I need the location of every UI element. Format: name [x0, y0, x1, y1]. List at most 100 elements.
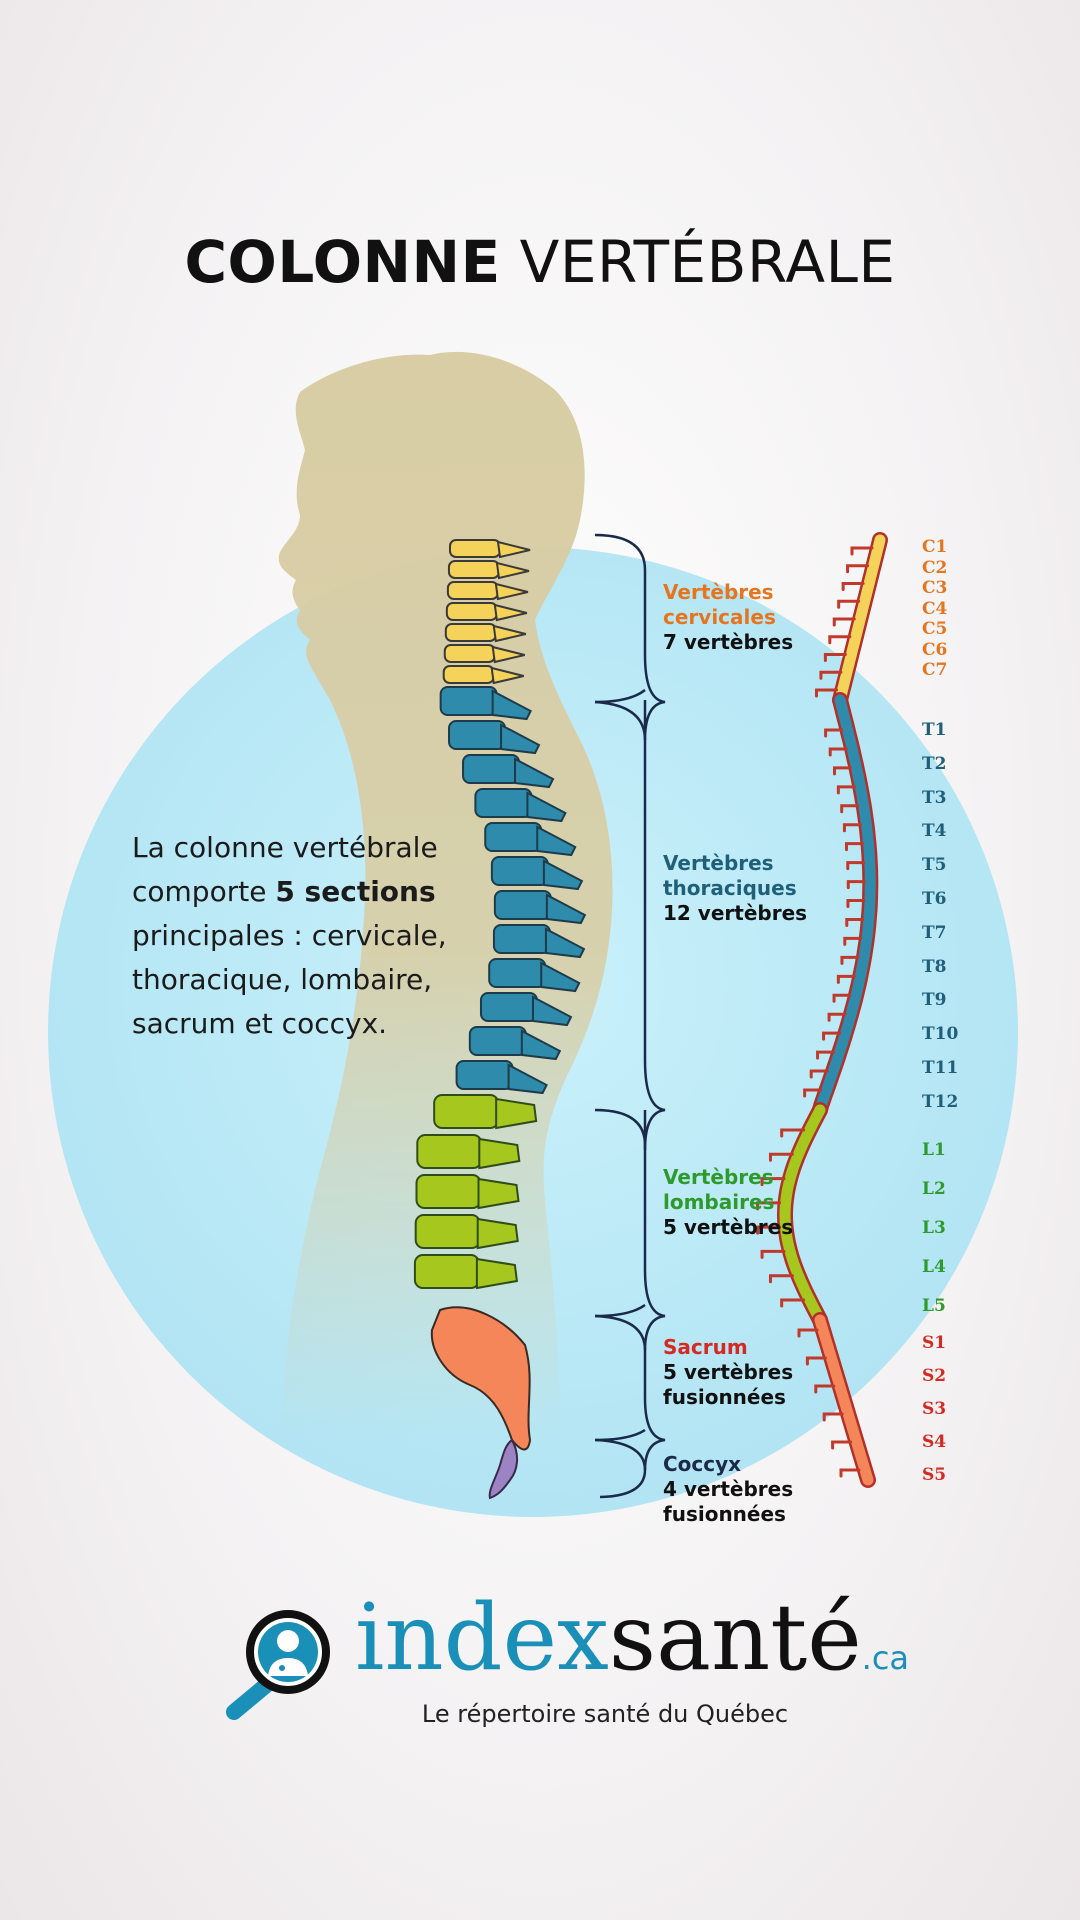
- profile-tick: [819, 670, 843, 680]
- profile-tick: [822, 1412, 844, 1422]
- cervical-process: [496, 540, 531, 559]
- section-sacrum: Sacrum 5 vertèbres fusionnées: [663, 1335, 793, 1410]
- section-cervical: Vertèbres cervicales 7 vertèbres: [663, 580, 793, 655]
- section-name: Coccyx: [663, 1452, 742, 1476]
- section-count: 4 vertèbres: [663, 1477, 794, 1501]
- section-count: 7 vertèbres: [663, 630, 794, 654]
- brace-lumbar: [594, 1108, 666, 1351]
- vertebra-label-c2: C2: [922, 557, 948, 578]
- thoracic-process: [514, 757, 555, 789]
- vertebra-label-c5: C5: [922, 619, 948, 639]
- logo-index: index: [355, 1584, 609, 1691]
- vertebra-label-c7: C7: [922, 660, 948, 680]
- lumbar-process: [476, 1217, 519, 1250]
- lumbar-vertebra: [433, 1094, 500, 1129]
- thoracic-process: [542, 859, 584, 891]
- lumbar-vertebra: [416, 1134, 483, 1169]
- lumbar-vertebra: [413, 1254, 480, 1289]
- profile-tick: [760, 1249, 786, 1259]
- section-count-2: fusionnées: [663, 1502, 786, 1526]
- brace-coccyx: [594, 1438, 647, 1499]
- profile-tick: [832, 766, 852, 776]
- intro-bold: 5 sections: [275, 875, 436, 908]
- thoracic-vertebra: [488, 958, 547, 988]
- profile-tick: [809, 1069, 829, 1079]
- section-name: Vertèbres: [663, 1165, 774, 1189]
- cervical-vertebra: [444, 623, 497, 642]
- thoracic-vertebra: [493, 890, 552, 920]
- vertebra-label-s2: S2: [922, 1366, 947, 1386]
- lumbar-vertebra: [415, 1174, 482, 1209]
- section-name: Vertèbres: [663, 851, 774, 875]
- profile-tick: [850, 546, 874, 556]
- intro-part2: principales : cervicale, thoracique, lom…: [132, 919, 447, 1040]
- profile-tick: [846, 564, 870, 574]
- cervical-vertebra: [445, 602, 498, 621]
- section-count: 5 vertèbres: [663, 1215, 794, 1239]
- profile-tick: [816, 1050, 836, 1060]
- section-count: 5 vertèbres: [663, 1360, 794, 1384]
- cervical-process: [494, 582, 529, 601]
- profile-tick: [840, 955, 860, 965]
- profile-tick: [832, 617, 856, 627]
- thoracic-vertebra: [474, 788, 533, 818]
- profile-tick: [839, 1468, 861, 1478]
- profile-tick: [828, 747, 848, 757]
- section-coccyx: Coccyx 4 vertèbres fusionnées: [663, 1452, 793, 1527]
- profile-tick: [768, 1274, 794, 1284]
- vertebra-label-l5: L5: [922, 1296, 946, 1316]
- cervical-vertebra: [447, 560, 500, 579]
- brace-cervical: [594, 533, 666, 741]
- profile-tick: [822, 1031, 842, 1041]
- vertebra-label-t10: T10: [922, 1024, 959, 1045]
- profile-tick: [846, 899, 866, 909]
- profile-tick: [805, 1356, 827, 1366]
- profile-tick: [824, 728, 844, 738]
- profile-tick: [840, 804, 860, 814]
- thoracic-process: [545, 893, 587, 925]
- vertebra-label-c1: C1: [922, 537, 948, 557]
- logo-wordmark: indexsanté.ca: [355, 1588, 909, 1708]
- thoracic-process: [536, 825, 577, 857]
- profile-segment: [814, 1314, 874, 1486]
- lumbar-process: [477, 1177, 520, 1210]
- section-lumbar: Vertèbres lombaires 5 vertèbres: [663, 1165, 793, 1240]
- thoracic-process: [500, 723, 541, 755]
- vertebra-label-t6: T6: [922, 889, 947, 909]
- brace-sacrum: [594, 1314, 666, 1471]
- profile-segment: [779, 1104, 826, 1326]
- vertebra-label-t2: T2: [922, 753, 947, 774]
- vertebra-label-s5: S5: [922, 1465, 947, 1485]
- cervical-vertebra: [446, 581, 499, 600]
- vertebra-label-s4: S4: [922, 1432, 947, 1452]
- profile-tick: [846, 861, 866, 871]
- title-bold: COLONNE: [184, 228, 501, 296]
- thoracic-vertebra: [492, 924, 551, 954]
- cervical-vertebra: [442, 665, 495, 684]
- vertebra-label-s1: S1: [922, 1333, 947, 1353]
- thoracic-process: [520, 1029, 562, 1061]
- vertebra-label-c4: C4: [922, 598, 948, 619]
- vertebra-label-c3: C3: [922, 578, 948, 598]
- vertebra-label-t1: T1: [922, 720, 947, 740]
- logo-tagline: Le répertoire santé du Québec: [421, 1700, 789, 1728]
- lumbar-process: [495, 1097, 538, 1130]
- profile-tick: [844, 842, 864, 852]
- vertebra-label-l2: L2: [922, 1179, 946, 1199]
- cervical-vertebra: [443, 644, 496, 663]
- profile-segment: [834, 534, 886, 706]
- magnifier-logo-icon: [226, 1610, 330, 1720]
- cervical-process: [493, 603, 528, 622]
- thoracic-process: [540, 961, 581, 993]
- thoracic-vertebra: [484, 822, 543, 852]
- thoracic-process: [491, 689, 532, 721]
- cervical-vertebra: [449, 539, 501, 558]
- thoracic-vertebra: [448, 720, 507, 750]
- section-name-2: thoraciques: [663, 876, 797, 900]
- lumbar-vertebra: [414, 1214, 481, 1249]
- section-thoracic: Vertèbres thoraciques 12 vertèbres: [663, 851, 807, 926]
- spine-profile: [756, 532, 888, 1488]
- thoracic-process: [531, 995, 573, 1027]
- vertebra-label-c6: C6: [922, 639, 948, 660]
